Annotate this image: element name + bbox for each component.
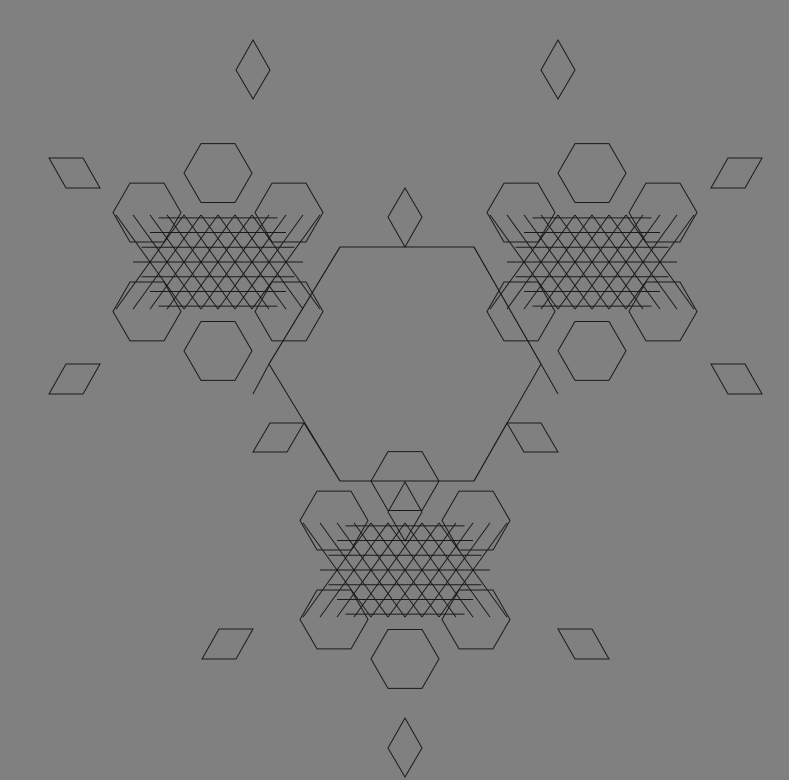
lobe-tl-lattice-d2-8: [234, 214, 304, 310]
lobe-tl-outer-hexagon-4: [112, 281, 182, 342]
rhombus-tip-b-left: [201, 628, 254, 660]
rhombus-tips: [48, 38, 763, 778]
lobe-b-outer-hexagon-6: [370, 628, 440, 689]
lobe-tr-outer-hexagon-1: [557, 143, 627, 204]
lobe-top-left: [112, 143, 324, 381]
lobe-tl-outer-hexagon-1: [183, 143, 253, 204]
lobe-b-lattice-d2-1: [302, 522, 372, 618]
lobe-b-lattice-d2-2: [319, 522, 389, 618]
rhombus-tip-tr-top: [540, 38, 576, 100]
lobe-tl-outer-hexagon-6: [183, 320, 253, 381]
lobe-tl-lattice-d2-2: [132, 214, 202, 310]
lobe-b-lattice-d2-7: [404, 522, 474, 618]
lobe-tr-lattice-d2-2: [506, 214, 576, 310]
lobe-b-lattice-d2-3: [336, 522, 406, 618]
lobe-b-outer-hexagon-1: [370, 451, 440, 512]
lobe-tr-lattice-d2-7: [591, 214, 661, 310]
rhombus-tip-tl-top: [235, 38, 271, 100]
lobe-tl-lattice-d2-6: [200, 214, 270, 310]
lobe-b-lattice-d2-9: [438, 522, 508, 618]
lobe-tr-outer-hexagon-4: [486, 281, 556, 342]
lobe-tl-outer-hexagon-2: [112, 182, 182, 243]
rhombus-tip-tr-right: [710, 157, 763, 189]
lobe-tl-lattice-d2-5: [183, 214, 253, 310]
lobe-tr-lattice-d2-6: [574, 214, 644, 310]
central-hexagon-outline: [268, 246, 542, 482]
lobe-tr-outer-hexagon-6: [557, 320, 627, 381]
lobe-tr-lattice-d2-9: [625, 214, 695, 310]
lobe-b-outer-hexagon-2: [299, 490, 369, 551]
lobe-b-lattice-d2-8: [421, 522, 491, 618]
lobe-tl-lattice-d2-3: [149, 214, 219, 310]
lobe-b-lattice-d2-6: [387, 522, 457, 618]
rhombus-tip-b-upper: [387, 480, 423, 542]
lobe-tr-lattice-d2-4: [540, 214, 610, 310]
rhombus-tip-tl-left: [48, 157, 101, 189]
lobe-top-right: [486, 143, 698, 381]
spoke-bottom-right: [473, 422, 508, 482]
rhombus-tip-left-mid: [252, 422, 305, 453]
lobe-b-lattice-d2-4: [353, 522, 423, 618]
rhombus-tip-tl-bottom: [48, 363, 101, 395]
rhombus-tip-b-right: [557, 628, 610, 660]
spoke-right: [473, 246, 559, 395]
lobe-tr-lattice-d2-3: [523, 214, 593, 310]
spoke-bottom-left: [303, 422, 341, 482]
rhombus-tip-tr-bottom: [710, 363, 763, 395]
lobe-tl-lattice-d2-7: [217, 214, 287, 310]
rhombus-tip-b-bottom: [387, 716, 423, 778]
lobe-b-outer-hexagon-4: [299, 589, 369, 650]
lobe-b-lattice-d2-5: [370, 522, 440, 618]
lobe-tl-lattice-d2-1: [115, 214, 185, 310]
lobe-tr-outer-hexagon-2: [486, 182, 556, 243]
lobe-tl-lattice-d2-4: [166, 214, 236, 310]
rhombus-tip-top: [387, 187, 423, 249]
lobe-tr-lattice-d2-1: [489, 214, 559, 310]
rhombus-tip-right-mid: [506, 422, 559, 453]
lobe-tr-lattice-d2-8: [608, 214, 678, 310]
lobe-tl-lattice-d2-9: [251, 214, 321, 310]
spoke-left: [252, 246, 341, 395]
lobe-bottom: [299, 451, 511, 689]
lobe-tr-lattice-d2-5: [557, 214, 627, 310]
central-hexagon: [252, 246, 559, 482]
